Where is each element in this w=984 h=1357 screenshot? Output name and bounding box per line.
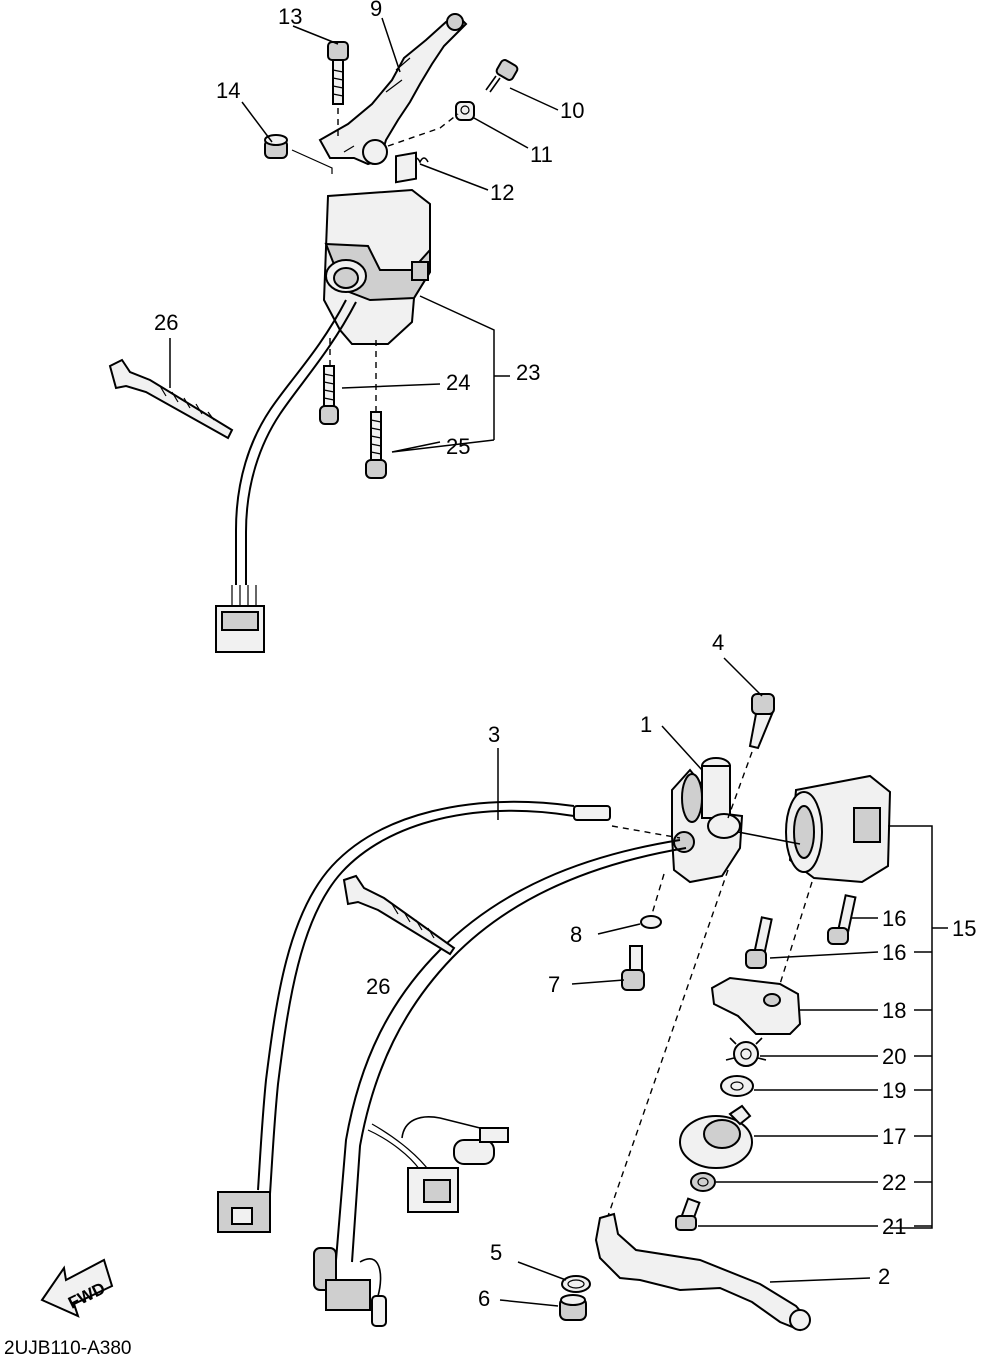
throttle-cable — [217, 800, 611, 1233]
bolt-7 — [621, 945, 645, 991]
callout-16-lower: 16 — [882, 940, 906, 965]
callout-18: 18 — [882, 998, 906, 1023]
bolt-13 — [327, 41, 349, 105]
callout-17: 17 — [882, 1124, 906, 1149]
callout-4: 4 — [712, 630, 724, 655]
nut-6 — [559, 1294, 587, 1321]
callout-6: 6 — [478, 1286, 490, 1311]
o-ring-5 — [561, 1275, 591, 1293]
callout-1: 1 — [640, 712, 652, 737]
bolt-4 — [748, 693, 775, 750]
callout-2: 2 — [878, 1264, 890, 1289]
callout-5: 5 — [490, 1240, 502, 1265]
brake-lever — [594, 1212, 811, 1332]
diagram-code: 2UJB110-A380 — [4, 1338, 131, 1357]
callout-8: 8 — [570, 922, 582, 947]
washer-22 — [690, 1172, 716, 1192]
left-handlebar-switch — [322, 151, 431, 345]
callout-3: 3 — [488, 722, 500, 747]
callout-26-lower: 26 — [366, 974, 390, 999]
callout-25: 25 — [446, 434, 470, 459]
callout-23: 23 — [516, 360, 540, 385]
screw-24 — [319, 365, 339, 425]
screw-21 — [675, 1197, 701, 1231]
brake-lever-bracket — [671, 757, 744, 884]
callout-26-upper: 26 — [154, 310, 178, 335]
callout-10: 10 — [560, 98, 584, 123]
callout-21: 21 — [882, 1214, 906, 1239]
callout-11: 11 — [530, 142, 553, 167]
cable-tie-lower — [342, 874, 456, 956]
callout-labels: 13 9 14 10 11 12 26 23 24 25 4 1 3 15 16… — [154, 0, 976, 1311]
fwd-arrow-icon: FWD — [40, 1258, 114, 1318]
right-switch-harness — [313, 839, 687, 1327]
callout-20: 20 — [882, 1044, 906, 1069]
cable-tie-upper — [108, 358, 234, 440]
callout-15: 15 — [952, 916, 976, 941]
clutch-lever — [318, 13, 468, 166]
nut-14 — [264, 134, 288, 159]
screw-25 — [365, 411, 387, 479]
leader-lines — [169, 17, 948, 1307]
screw-16-lower — [745, 916, 773, 969]
screw-16-upper — [827, 894, 857, 945]
callout-13: 13 — [278, 4, 302, 29]
callout-19: 19 — [882, 1078, 906, 1103]
nut-11 — [455, 101, 475, 121]
callout-7: 7 — [548, 972, 560, 997]
left-switch-harness — [215, 299, 357, 653]
washer-19 — [720, 1075, 754, 1097]
star-washer-20 — [725, 1037, 767, 1067]
callout-24: 24 — [446, 370, 470, 395]
throttle-guide-18 — [710, 976, 802, 1035]
callout-16-upper: 16 — [882, 906, 906, 931]
right-handlebar-switch — [737, 774, 892, 884]
callout-12: 12 — [490, 180, 514, 205]
callout-14: 14 — [216, 78, 240, 103]
throttle-collar-17 — [679, 1104, 753, 1169]
screw-10 — [485, 59, 519, 93]
callout-9: 9 — [370, 0, 382, 21]
callout-22: 22 — [882, 1170, 906, 1195]
washer-8 — [640, 915, 662, 929]
